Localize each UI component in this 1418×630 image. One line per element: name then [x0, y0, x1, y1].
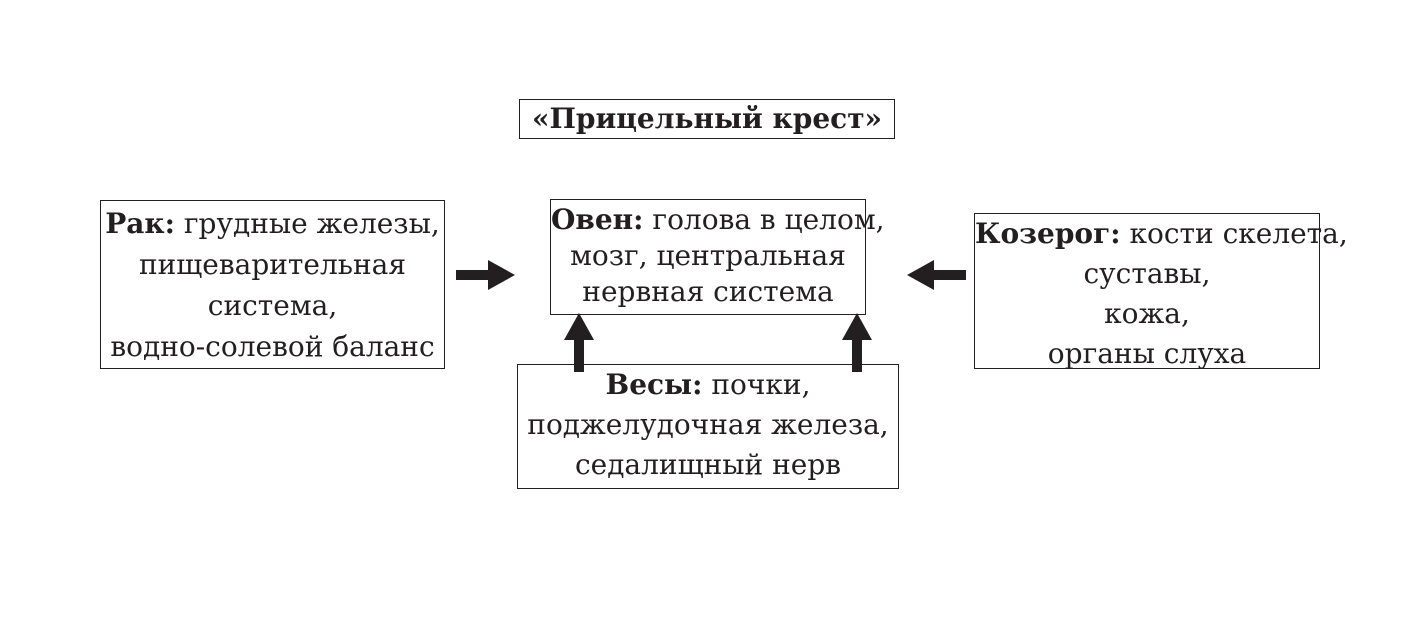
- vesy-line-2: поджелудочная железа,: [527, 408, 889, 441]
- rak-line-3: система,: [207, 289, 338, 322]
- vesy-line-1: Весы: почки,: [518, 365, 898, 405]
- kozerog-line-1: Козерог: кости скелета,: [975, 214, 1348, 254]
- vesy-head: Весы:: [605, 368, 703, 401]
- arrow-kozerog-to-oven: [907, 260, 966, 290]
- rak-line-1: Рак: грудные железы,: [101, 203, 444, 244]
- vesy-line-3: седалищный нерв: [574, 448, 842, 481]
- kozerog-text-1: кости скелета,: [1120, 217, 1348, 250]
- diagram-title-text: «Прицельный крест»: [531, 102, 883, 135]
- box-rak: Рак: грудные железы, пищеварительная сис…: [100, 200, 445, 369]
- rak-text-1: грудные железы,: [174, 207, 440, 240]
- oven-text-1: голова в целом,: [643, 203, 885, 236]
- arrow-rak-to-oven: [456, 260, 515, 290]
- rak-line-4: водно-солевой баланс: [110, 330, 435, 363]
- rak-line-2: пищеварительная: [138, 248, 407, 281]
- rak-head: Рак:: [105, 207, 175, 240]
- vesy-text-1: почки,: [702, 368, 811, 401]
- oven-line-2: мозг, центральная: [570, 239, 846, 272]
- diagram-title: «Прицельный крест»: [519, 99, 895, 139]
- box-vesy: Весы: почки, поджелудочная железа, седал…: [517, 364, 899, 489]
- oven-line-1: Овен: голова в целом,: [551, 202, 885, 238]
- kozerog-head: Козерог:: [975, 217, 1121, 250]
- oven-head: Овен:: [551, 203, 644, 236]
- oven-line-3: нервная система: [582, 275, 834, 308]
- kozerog-line-3: кожа,: [1104, 297, 1190, 330]
- box-oven: Овен: голова в целом, мозг, центральная …: [550, 199, 885, 315]
- kozerog-line-4: органы слуха: [1047, 337, 1247, 370]
- box-kozerog: Козерог: кости скелета, суставы, кожа, о…: [974, 213, 1348, 370]
- kozerog-line-2: суставы,: [1083, 257, 1211, 290]
